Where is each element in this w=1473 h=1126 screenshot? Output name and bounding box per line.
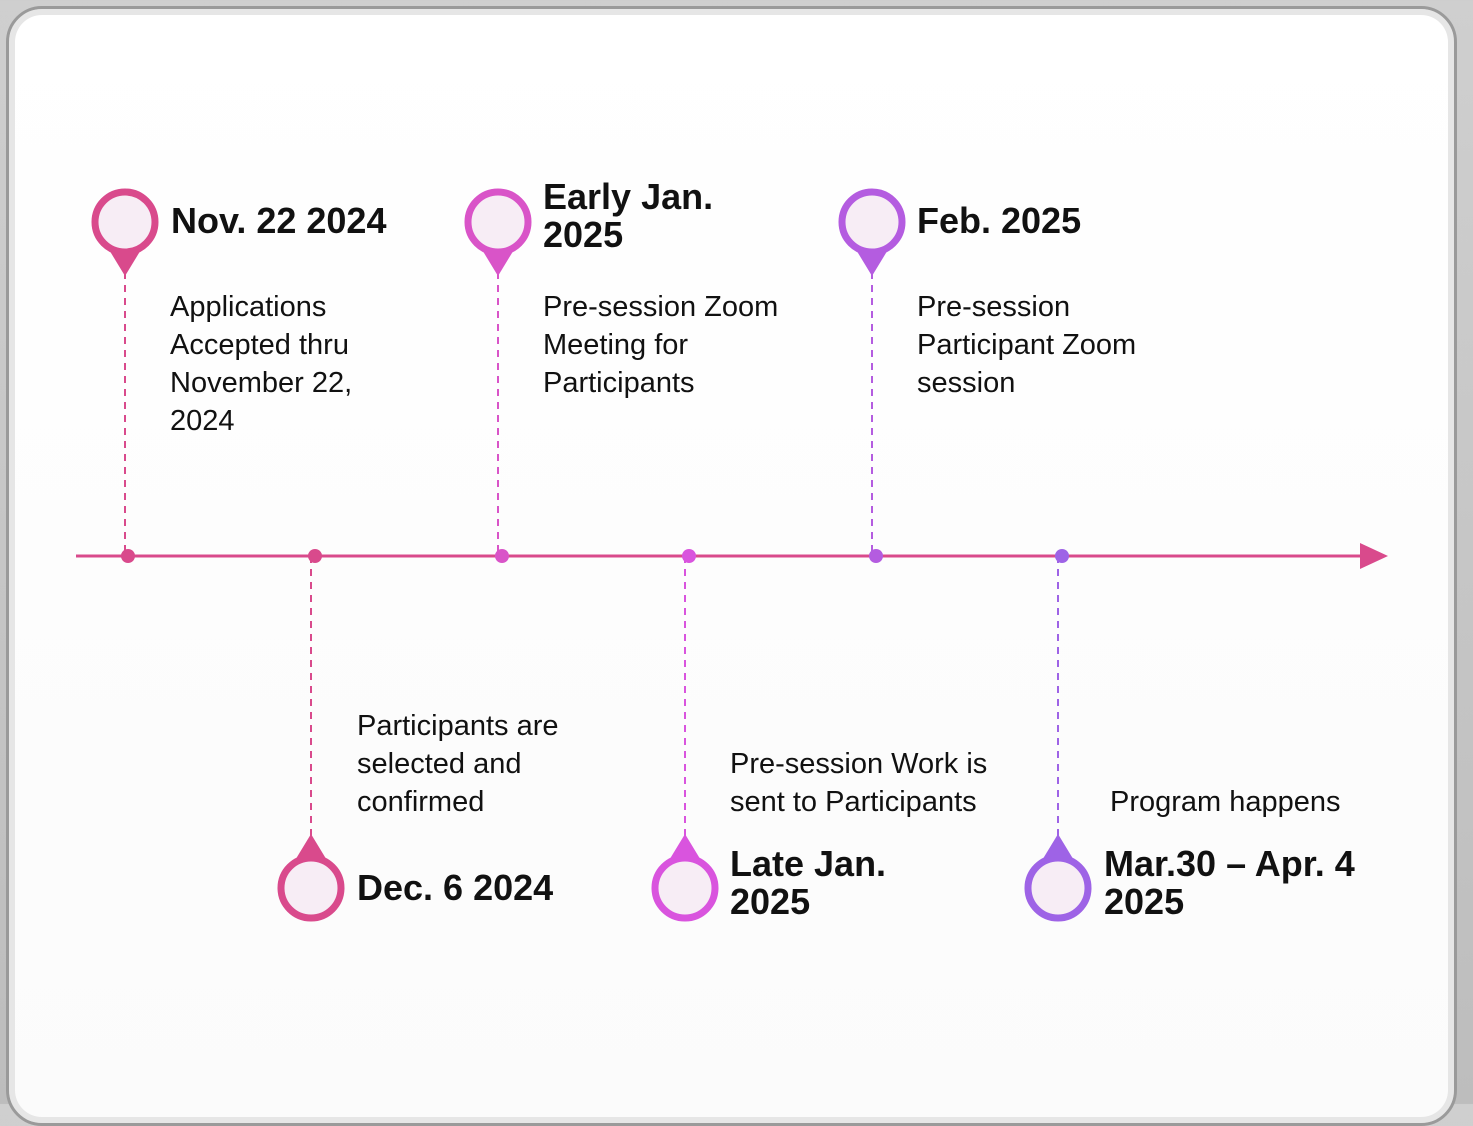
event-2-pin-icon [277,854,345,922]
event-5-description: Pre-session Participant Zoom session [917,291,1137,399]
event-4-pin-icon [651,854,719,922]
event-1-date: Nov. 22 2024 [171,200,387,241]
event-5-date: Feb. 2025 [917,200,1082,241]
event-6-date: Mar.30 – Apr. 4 2025 [1104,843,1355,922]
event-6-axis-dot [1055,549,1069,563]
event-3-description: Pre-session Zoom Meeting for Participant… [543,291,779,399]
timeline-arrowhead [1360,543,1388,569]
event-1-pin-icon [91,188,159,256]
event-5-axis-dot [869,549,883,563]
event-4-description: Pre-session Work is sent to Participants [730,748,988,818]
event-5-pin-icon [838,188,906,256]
event-1-description: Applications Accepted thru November 22, … [170,291,353,437]
event-2-date: Dec. 6 2024 [357,867,554,908]
event-2-axis-dot [308,549,322,563]
event-6-pin-icon [1024,854,1092,922]
event-4-axis-dot [682,549,696,563]
event-4-date: Late Jan. 2025 [730,843,887,922]
event-3-axis-dot [495,549,509,563]
event-3-date: Early Jan. 2025 [543,176,714,255]
event-6-description: Program happens [1110,786,1341,818]
event-1-axis-dot [121,549,135,563]
event-3-pin-icon [464,188,532,256]
slide-frame [6,6,1457,1126]
event-2-description: Participants are selected and confirmed [357,710,559,818]
